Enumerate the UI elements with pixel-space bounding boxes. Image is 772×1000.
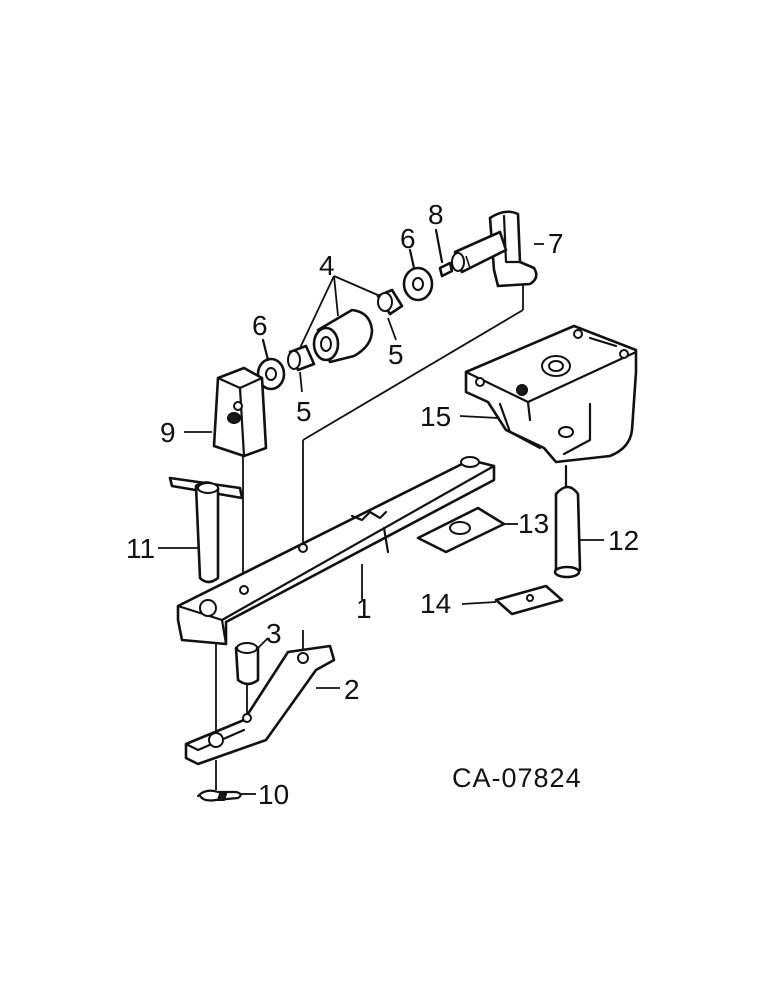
- callout-11: 11: [126, 533, 155, 564]
- callout-3: 3: [266, 618, 282, 649]
- part-4-bushings: [287, 275, 404, 393]
- part-3-spacer: [234, 637, 269, 686]
- callout-labels: 1 2 3 4 5 5 6 6 7 8 9 10 11 12 13 14 15: [126, 199, 639, 810]
- part-15-mounting-bracket: [464, 324, 638, 464]
- leader-lines: [158, 243, 544, 600]
- callout-14: 14: [420, 588, 451, 619]
- part-9-clevis-block: [212, 366, 268, 458]
- callout-5-left: 5: [296, 396, 312, 427]
- callout-12: 12: [608, 525, 639, 556]
- part-1-drawbar: [176, 456, 496, 646]
- part-12-pivot-pin: [553, 464, 604, 579]
- callout-4: 4: [319, 250, 335, 281]
- part-2-clevis-bar: [184, 644, 340, 766]
- part-13-plate: [416, 506, 518, 554]
- part-6-washer-right: [402, 248, 434, 302]
- callout-9: 9: [160, 417, 176, 448]
- callout-8: 8: [428, 199, 444, 230]
- part-14-shim: [461, 584, 564, 616]
- callout-5-right: 5: [388, 339, 404, 370]
- callout-15: 15: [420, 401, 451, 432]
- callout-6-right: 6: [400, 223, 416, 254]
- part-7-bracket: [451, 210, 538, 288]
- callout-7: 7: [548, 228, 564, 259]
- callout-13: 13: [518, 508, 549, 539]
- part-11-hitch-pin: [168, 476, 244, 584]
- callout-2: 2: [344, 674, 360, 705]
- callout-6-left: 6: [252, 310, 268, 341]
- part-10-clip: [196, 789, 256, 802]
- part-6-washer-left: [256, 338, 286, 391]
- callout-10: 10: [258, 779, 289, 810]
- part-8-grease-fitting: [434, 228, 454, 278]
- diagram-code: CA-07824: [452, 763, 582, 793]
- callout-1: 1: [356, 593, 372, 624]
